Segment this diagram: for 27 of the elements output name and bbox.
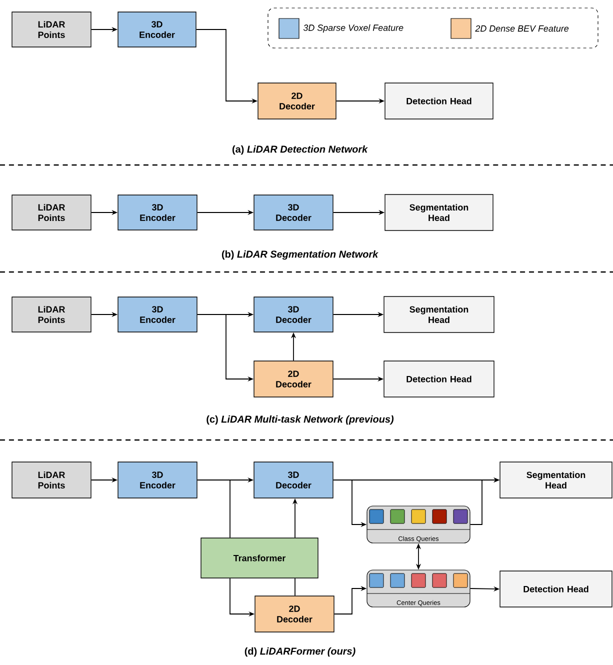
process-box: LiDAR Points bbox=[12, 296, 92, 332]
subfigure-caption: (a) LiDAR Detection Network bbox=[232, 145, 368, 155]
process-box: Segmentation Head bbox=[500, 462, 612, 498]
process-box: 3D Encoder bbox=[118, 12, 196, 48]
process-box: Segmentation Head bbox=[384, 194, 494, 231]
process-box: 3D Decoder bbox=[254, 462, 334, 498]
process-box: Segmentation Head bbox=[384, 296, 494, 333]
legend-text: 3D Sparse Voxel Feature bbox=[303, 24, 404, 33]
process-box: 2D Decoder bbox=[254, 360, 334, 398]
process-box: 3D Encoder bbox=[118, 462, 198, 498]
process-box: 3D Decoder bbox=[254, 296, 334, 332]
subfigure-caption: (c) LiDAR Multi-task Network (previous) bbox=[206, 415, 394, 425]
process-box: 3D Decoder bbox=[254, 194, 334, 230]
process-box: 2D Decoder bbox=[254, 596, 334, 632]
process-box: LiDAR Points bbox=[12, 12, 92, 48]
process-box: LiDAR Points bbox=[12, 462, 92, 498]
process-box: Detection Head bbox=[384, 82, 494, 120]
process-box: LiDAR Points bbox=[12, 194, 92, 230]
legend-text: 2D Dense BEV Feature bbox=[475, 25, 569, 32]
subfigure-caption: (d) LiDARFormer (ours) bbox=[244, 647, 356, 657]
process-box: Transformer bbox=[200, 538, 318, 578]
process-box: 3D Encoder bbox=[118, 194, 198, 230]
subfigure-caption: (b) LiDAR Segmentation Network bbox=[222, 250, 379, 260]
process-box: 2D Decoder bbox=[258, 82, 336, 120]
process-box: 3D Encoder bbox=[118, 296, 198, 332]
process-box: Detection Head bbox=[384, 360, 494, 398]
process-box: Detection Head bbox=[500, 570, 612, 608]
